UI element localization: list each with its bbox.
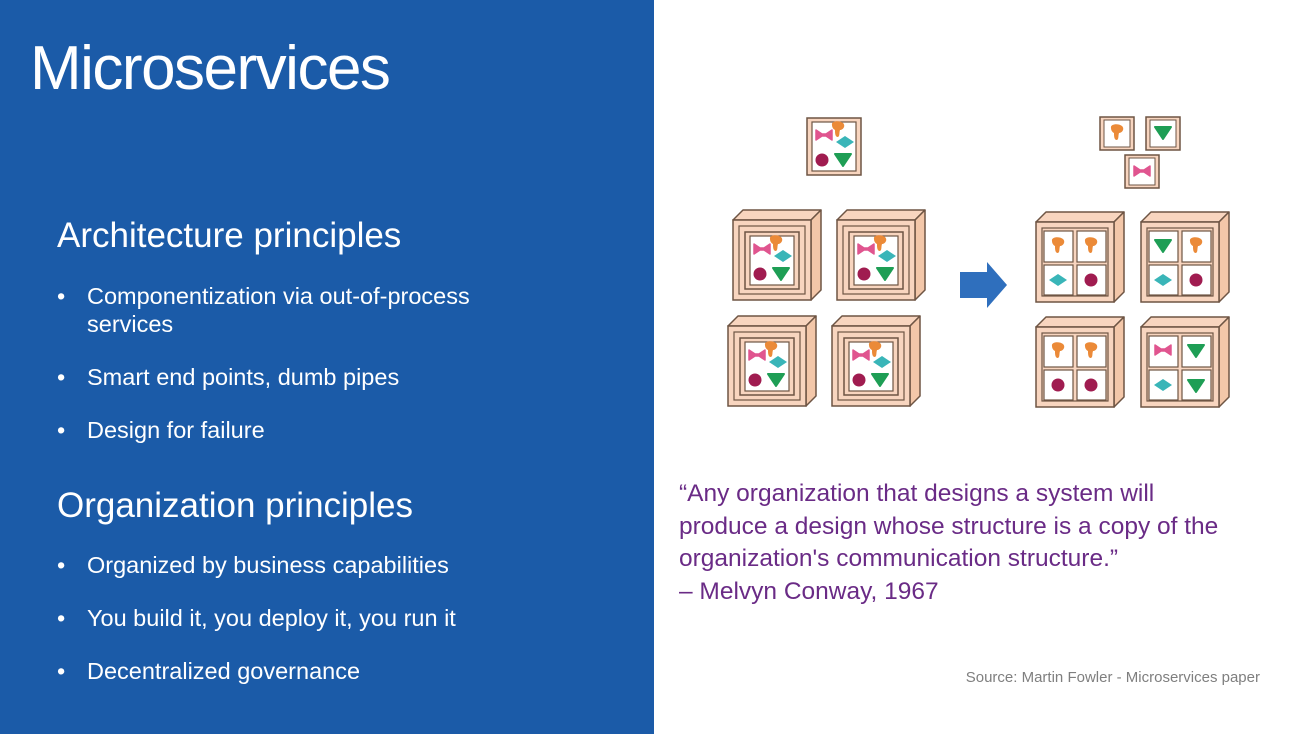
list-item: • Organized by business capabilities xyxy=(57,551,577,579)
bullet-text: Organized by business capabilities xyxy=(87,552,449,578)
page-title: Microservices xyxy=(30,34,391,103)
quote-attribution: – Melvyn Conway, 1967 xyxy=(679,577,939,605)
source-citation: Source: Martin Fowler - Microservices pa… xyxy=(965,669,1260,686)
bullet-icon: • xyxy=(57,417,66,443)
list-item: • Componentization via out-of-process se… xyxy=(57,282,577,338)
bullet-text: Design for failure xyxy=(87,417,265,443)
list-item: • Design for failure xyxy=(57,416,577,444)
bullet-text: Smart end points, dumb pipes xyxy=(87,364,400,390)
quote-line: “Any organization that designs a system … xyxy=(679,480,1155,507)
list-item: • Decentralized governance xyxy=(57,657,577,685)
quote-line: organization's communication structure.” xyxy=(679,545,1119,572)
bullet-icon: • xyxy=(57,658,66,684)
monolith-vs-microservices-diagram xyxy=(727,116,1230,408)
bullet-icon: • xyxy=(57,605,66,631)
bullet-icon: • xyxy=(57,364,66,390)
bullet-text: You build it, you deploy it, you run it xyxy=(87,605,456,631)
list-item: • Smart end points, dumb pipes xyxy=(57,363,577,391)
list-item: • You build it, you deploy it, you run i… xyxy=(57,604,577,632)
architecture-heading: Architecture principles xyxy=(57,216,402,255)
conway-quote: “Any organization that designs a system … xyxy=(679,478,1279,608)
bullet-text: Componentization via out-of-process xyxy=(87,283,470,309)
bullet-text: Decentralized governance xyxy=(87,658,361,684)
quote-line: produce a design whose structure is a co… xyxy=(679,512,1219,540)
left-panel: Microservices Architecture principles • … xyxy=(0,0,654,734)
bullet-icon: • xyxy=(57,552,66,578)
organization-heading: Organization principles xyxy=(57,486,414,525)
bullet-icon: • xyxy=(57,283,66,309)
bullet-text: services xyxy=(87,311,174,337)
right-arrow-icon xyxy=(960,262,1007,308)
